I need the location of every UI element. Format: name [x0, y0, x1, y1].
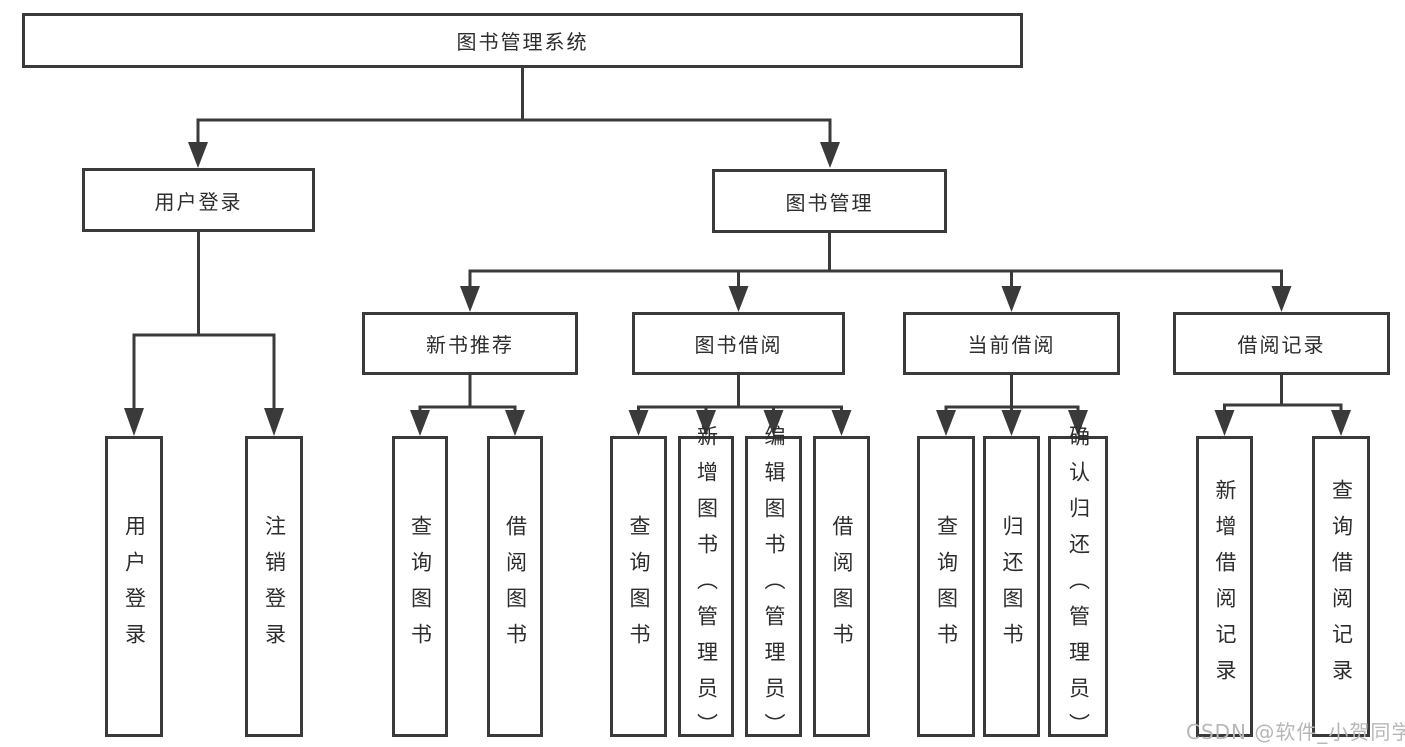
node-book-borrow-label: 图书借阅 — [694, 333, 783, 357]
node-user-login: 用户登录 — [82, 168, 315, 232]
leaf-nbr-query-books-label: 查询图书 — [408, 514, 433, 659]
leaf-nbr-query-books: 查询图书 — [392, 436, 448, 737]
leaf-user-login-label: 用户登录 — [122, 514, 147, 659]
leaf-bb-add-books-admin: 新增图书（管理员） — [678, 425, 734, 747]
node-book-management-label: 图书管理 — [785, 190, 874, 215]
arrowheads — [124, 142, 1351, 436]
leaf-bb-borrow-books: 借阅图书 — [813, 436, 870, 737]
watermark: CSDN @软件_小贺同学 — [1186, 720, 1405, 744]
leaf-cb-confirm-return-admin: 确认归还（管理员） — [1048, 425, 1108, 747]
node-new-book-recommend-label: 新书推荐 — [426, 333, 514, 357]
node-root-label: 图书管理系统 — [456, 30, 589, 54]
connector-book-borrow-children — [637, 373, 843, 418]
connector-new-book-recommend-children — [418, 373, 517, 418]
leaf-bb-add-books-admin-label: 新增图书（管理员） — [694, 424, 719, 747]
leaf-bb-edit-books-admin-label: 编辑图书（管理员） — [762, 424, 786, 747]
leaf-cb-query-books-label: 查询图书 — [934, 514, 959, 659]
leaf-br-query-record-label: 查询借阅记录 — [1329, 478, 1354, 695]
leaf-bb-query-books-label: 查询图书 — [627, 514, 651, 659]
connector-user-login-children — [132, 230, 276, 416]
leaf-br-add-record: 新增借阅记录 — [1196, 436, 1253, 737]
leaf-nbr-borrow-books: 借阅图书 — [487, 436, 543, 737]
connector-root-to-level2 — [196, 66, 832, 148]
node-root: 图书管理系统 — [22, 13, 1023, 68]
node-user-login-label: 用户登录 — [154, 189, 243, 214]
leaf-cb-return-books-label: 归还图书 — [1000, 514, 1024, 659]
node-borrow-records: 借阅记录 — [1173, 312, 1390, 375]
leaf-bb-borrow-books-label: 借阅图书 — [830, 514, 854, 659]
connector-current-borrow-children — [944, 373, 1080, 418]
node-new-book-recommend: 新书推荐 — [362, 312, 578, 375]
leaf-logout: 注销登录 — [245, 436, 303, 737]
connector-book-management-children — [468, 231, 1283, 292]
leaf-logout-label: 注销登录 — [262, 514, 287, 659]
leaf-bb-query-books: 查询图书 — [610, 436, 667, 737]
node-current-borrow: 当前借阅 — [903, 312, 1120, 375]
leaf-user-login: 用户登录 — [105, 436, 163, 737]
leaf-cb-query-books: 查询图书 — [917, 436, 975, 737]
leaf-cb-confirm-return-admin-label: 确认归还（管理员） — [1066, 424, 1091, 747]
node-current-borrow-label: 当前借阅 — [967, 333, 1056, 357]
leaf-bb-edit-books-admin: 编辑图书（管理员） — [745, 425, 802, 747]
leaf-br-add-record-label: 新增借阅记录 — [1213, 478, 1237, 695]
node-book-management: 图书管理 — [712, 169, 947, 233]
leaf-br-query-record: 查询借阅记录 — [1312, 436, 1370, 737]
node-book-borrow: 图书借阅 — [632, 312, 845, 375]
connector-borrow-records-children — [1223, 373, 1343, 418]
leaf-nbr-borrow-books-label: 借阅图书 — [503, 514, 528, 659]
node-borrow-records-label: 借阅记录 — [1237, 333, 1326, 357]
leaf-cb-return-books: 归还图书 — [983, 436, 1040, 737]
